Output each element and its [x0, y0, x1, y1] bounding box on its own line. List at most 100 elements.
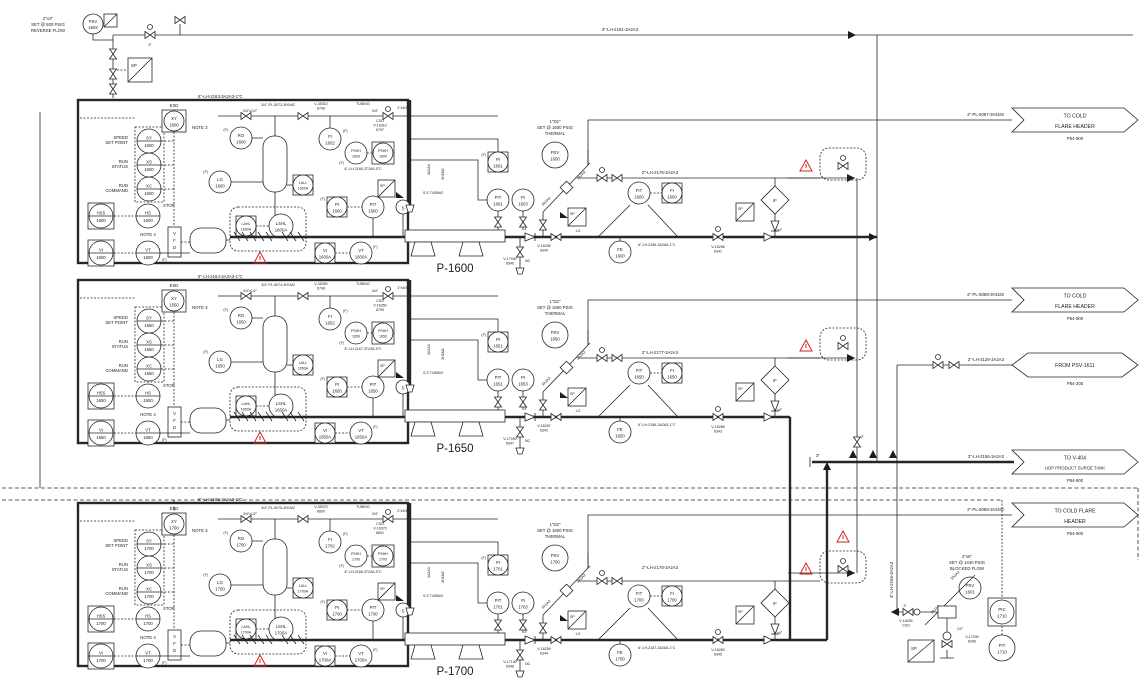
svg-text:SPEED: SPEED: [113, 135, 128, 140]
svg-text:2"x3/4": 2"x3/4": [397, 509, 409, 513]
svg-text:1700A: 1700A: [298, 590, 309, 594]
instrument-lall: LALL 1700A: [292, 577, 314, 599]
svg-text:P54-900: P54-900: [1067, 316, 1084, 321]
svg-text:LSHL: LSHL: [276, 401, 287, 406]
svg-text:LG: LG: [217, 580, 223, 585]
svg-text:NOTE 3: NOTE 3: [192, 125, 208, 130]
svg-text:LALL: LALL: [299, 584, 307, 588]
mid-line-label: 6"-LH-2167-3T2A5-ITC: [344, 347, 381, 351]
svg-text:1701: 1701: [493, 567, 503, 572]
svg-text:(F): (F): [162, 258, 167, 262]
svg-text:3": 3": [148, 43, 152, 47]
svg-text:FI: FI: [328, 537, 332, 542]
svg-text:ESD: ESD: [170, 506, 179, 511]
svg-text:1600: 1600: [143, 218, 153, 223]
svg-text:1650: 1650: [634, 375, 644, 380]
svg-text:VT: VT: [145, 428, 151, 433]
svg-text:1700A: 1700A: [241, 631, 252, 635]
svg-text:3/4": 3/4": [372, 289, 379, 293]
svg-text:RO: RO: [238, 536, 245, 541]
svg-text:NC: NC: [525, 662, 531, 666]
svg-text:LO: LO: [576, 409, 581, 413]
vfd-box: V F D: [167, 629, 190, 661]
svg-text:1700: 1700: [96, 658, 106, 663]
svg-text:PI: PI: [496, 560, 500, 565]
svg-text:V: V: [173, 411, 176, 416]
insulation-box: [229, 206, 307, 252]
svg-text:VT: VT: [358, 248, 364, 253]
svg-text:LG: LG: [217, 177, 223, 182]
svg-text:1650A: 1650A: [319, 435, 332, 440]
svg-text:STATUS: STATUS: [112, 164, 128, 169]
svg-text:1600: 1600: [332, 209, 342, 214]
svg-text:6342: 6342: [540, 429, 548, 433]
suction-line-label: 6"-LH-2165-3A2A3-1"C: [198, 497, 243, 502]
svg-text:3/4": 3/4": [372, 109, 379, 113]
suction-vessel: [231, 296, 293, 417]
svg-text:(F): (F): [339, 341, 344, 345]
svg-text:(F): (F): [320, 377, 325, 381]
svg-text:3A2A3: 3A2A3: [541, 196, 551, 206]
svg-text:1700: 1700: [615, 657, 625, 662]
svg-text:(F): (F): [339, 564, 344, 568]
svg-text:XS: XS: [146, 160, 152, 165]
svg-text:1600A: 1600A: [241, 228, 252, 232]
svg-text:XC: XC: [146, 364, 152, 369]
svg-text:2"-LH-2129-3A2A3: 2"-LH-2129-3A2A3: [968, 357, 1005, 362]
svg-text:SP: SP: [131, 63, 137, 68]
svg-text:FI: FI: [328, 314, 332, 319]
svg-text:1700: 1700: [96, 621, 106, 626]
svg-text:6798: 6798: [317, 287, 325, 291]
svg-text:LAHL: LAHL: [242, 625, 251, 629]
svg-text:PIT: PIT: [370, 202, 377, 207]
svg-text:2"-PL-5088-3H1M2: 2"-PL-5088-3H1M2: [967, 292, 1004, 297]
svg-text:XS: XS: [146, 340, 152, 345]
svg-text:SP: SP: [570, 615, 575, 619]
svg-text:1650: 1650: [332, 389, 342, 394]
svg-text:RUN: RUN: [119, 562, 128, 567]
svg-text:1600: 1600: [379, 155, 387, 159]
relief-labels: 2"-LH-2176-3A2A3 2"-LH-2177-3A2A3 2"-LH-…: [642, 170, 679, 570]
svg-text:6799: 6799: [376, 308, 384, 312]
svg-text:PSV: PSV: [551, 553, 560, 558]
svg-text:FE: FE: [617, 650, 623, 655]
svg-text:6396: 6396: [968, 640, 976, 644]
svg-text:D: D: [173, 648, 176, 653]
svg-text:2"x3/4": 2"x3/4": [397, 106, 409, 110]
svg-text:1650: 1650: [169, 303, 179, 308]
svg-text:2"-PL-5087-3H1M2: 2"-PL-5087-3H1M2: [967, 112, 1004, 117]
svg-text:SP: SP: [380, 364, 385, 368]
svg-text:FLARE HEADER: FLARE HEADER: [1055, 124, 1095, 130]
svg-text:1603: 1603: [518, 202, 528, 207]
pump-train: 6"-LH-2163-3A2A3-1"C SPEED SET POINT RUN…: [76, 94, 867, 275]
svg-text:(F): (F): [203, 350, 208, 354]
svg-text:VT: VT: [358, 428, 364, 433]
svg-text:XY: XY: [171, 116, 177, 121]
callout-0: 2"-PL-5087-3H1M2 TO COLD FLARE HEADER P5…: [967, 107, 1139, 141]
svg-text:V-35310: V-35310: [314, 102, 327, 106]
svg-text:3/4"x1/2": 3/4"x1/2": [243, 512, 258, 516]
svg-text:(F): (F): [162, 438, 167, 442]
svg-text:V: V: [173, 231, 176, 236]
svg-text:1700A: 1700A: [275, 631, 288, 636]
svg-text:RUN: RUN: [119, 363, 128, 368]
svg-text:VT: VT: [358, 651, 364, 656]
psv-1601-assembly: 2"x6" SET @ 1440 PSIG BLOCKED FLOW PSV 1…: [891, 554, 986, 663]
svg-text:4": 4": [524, 630, 528, 634]
svg-text:1650: 1650: [144, 323, 154, 328]
interlock-dashed-box: [819, 327, 867, 361]
suction-vessel: [231, 116, 293, 237]
svg-text:6801: 6801: [376, 531, 384, 535]
svg-text:3A2A3: 3A2A3: [427, 344, 431, 355]
